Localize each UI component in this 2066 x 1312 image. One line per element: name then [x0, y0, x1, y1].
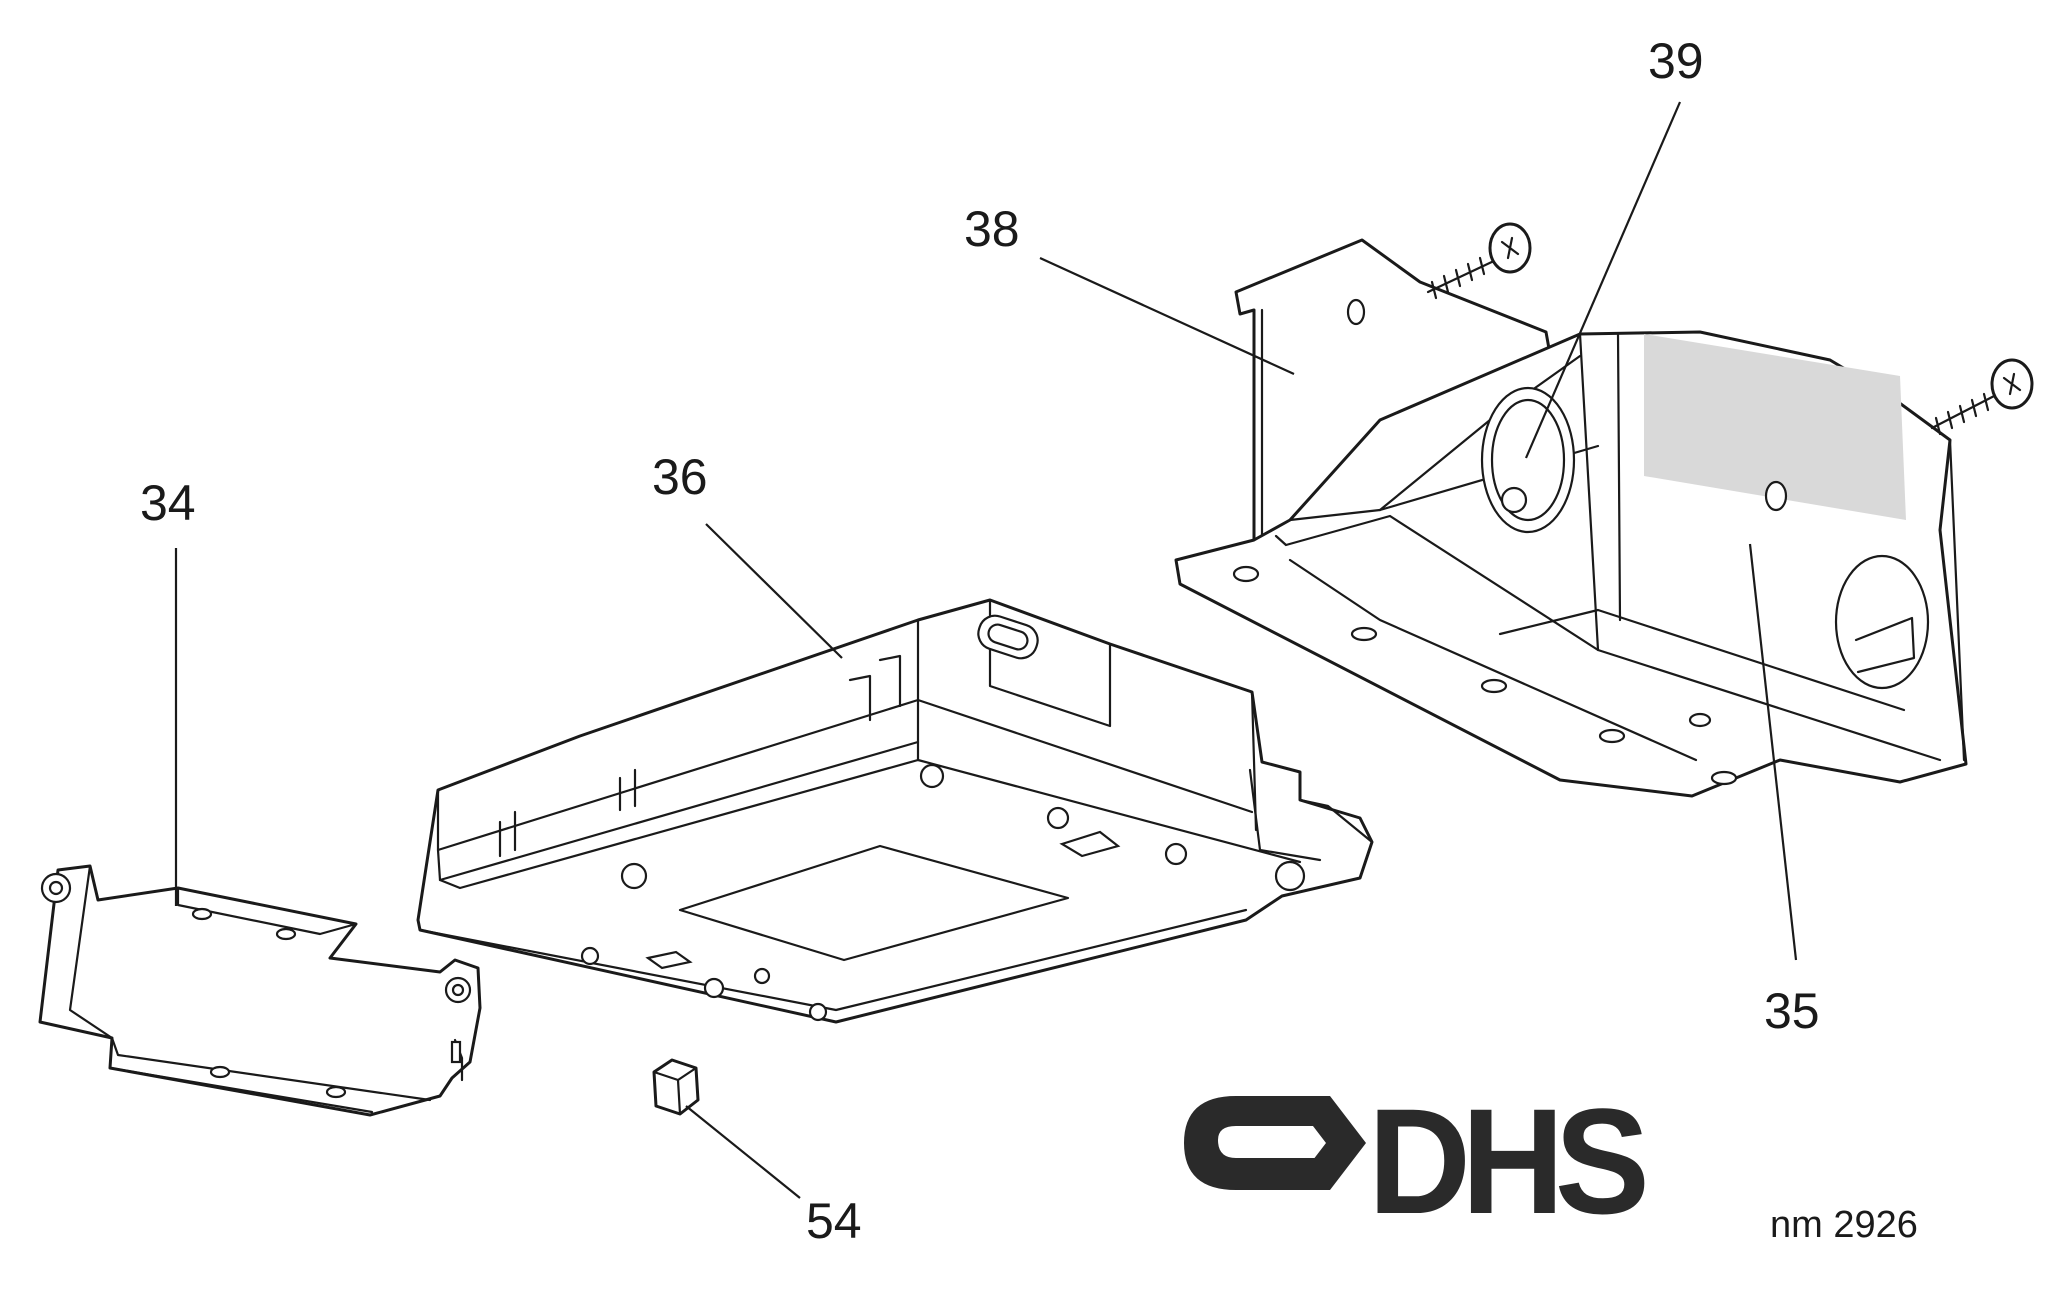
- leader-39: [1524, 101, 1682, 459]
- callout-38: 38: [964, 201, 1020, 257]
- dhs-logo-mark: [1182, 1082, 1366, 1190]
- part-36-main-unit: [416, 598, 1374, 1024]
- part-34-bracket: [38, 864, 482, 1117]
- leader-38: [1039, 256, 1295, 376]
- leader-36: [705, 523, 843, 659]
- callout-39: 39: [1648, 33, 1704, 89]
- part-54-cube: [652, 1058, 700, 1116]
- callout-34: 34: [140, 475, 196, 531]
- leader-54: [685, 1105, 801, 1199]
- leader-lines: [174, 101, 1798, 1199]
- callout-54: 54: [806, 1193, 862, 1249]
- part-39-screws: [1426, 222, 2034, 436]
- dhs-logo-text: DHS: [1368, 1077, 1650, 1245]
- part-35-housing: [1174, 330, 1968, 798]
- drawing-reference: nm 2926: [1770, 1204, 1918, 1246]
- callout-35: 35: [1764, 983, 1820, 1039]
- callout-36: 36: [652, 449, 708, 505]
- leader-35: [1748, 543, 1798, 961]
